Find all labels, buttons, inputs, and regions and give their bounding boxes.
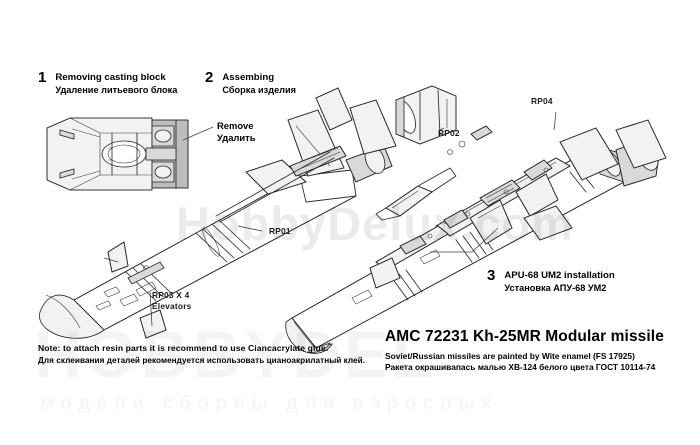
glue-note-block: Note: to attach resin parts it is recomm… xyxy=(38,343,365,366)
step-3-header: 3 APU-68 UM2 installation Установка АПУ-… xyxy=(487,267,615,294)
step-2-header: 2 Assembing Сборка изделия xyxy=(205,69,297,96)
part-label-rp03-line1: RP03 X 4 xyxy=(152,290,190,300)
step-3-title-en: APU-68 UM2 installation xyxy=(504,270,615,281)
part-label-rp02: RP02 xyxy=(438,128,460,138)
part-label-rp03-line2: Elevators xyxy=(152,301,192,311)
step-3-title-ru: Установка АПУ-68 УМ2 xyxy=(504,283,607,293)
step-3-number: 3 xyxy=(487,267,496,284)
step-2-title-en: Assembing xyxy=(222,72,275,83)
rp02-motor-drawing xyxy=(395,85,457,145)
remove-callout-en: Remove xyxy=(217,120,254,131)
product-title: AMC 72231 Kh-25MR Modular missile xyxy=(385,328,664,345)
title-block: AMC 72231 Kh-25MR Modular missile Soviet… xyxy=(385,327,664,373)
detached-fin-part xyxy=(315,87,353,131)
part-label-rp03: RP03 X 4 Elevators xyxy=(152,290,192,312)
remove-callout-ru: Удалить xyxy=(217,132,256,143)
glue-note-en: Note: to attach resin parts it is recomm… xyxy=(38,343,329,353)
glue-note-ru: Для склеивания деталей рекомендуется исп… xyxy=(38,355,366,365)
paint-note-en: Soviet/Russian missiles are painted by W… xyxy=(385,351,635,361)
step-1-header: 1 Removing casting block Удаление литьев… xyxy=(38,69,178,96)
step-2-number: 2 xyxy=(205,69,214,86)
nose-probe-part xyxy=(375,167,457,221)
step-1-title-ru: Удаление литьевого блока xyxy=(55,85,178,95)
main-missile-drawing xyxy=(38,99,397,339)
step-1-number: 1 xyxy=(38,69,47,86)
part-label-rp01: RP01 xyxy=(269,226,291,236)
part-label-rp04: RP04 xyxy=(531,96,553,106)
step-1-title-en: Removing casting block xyxy=(55,72,166,83)
step-2-title-ru: Сборка изделия xyxy=(222,85,297,95)
apu-rail-drawing xyxy=(285,111,667,354)
remove-callout: Remove Удалить xyxy=(217,120,255,144)
casting-block-drawing xyxy=(46,117,214,191)
paint-note-ru: Ракета окрашивапась малью ХВ-124 белого … xyxy=(385,362,656,372)
